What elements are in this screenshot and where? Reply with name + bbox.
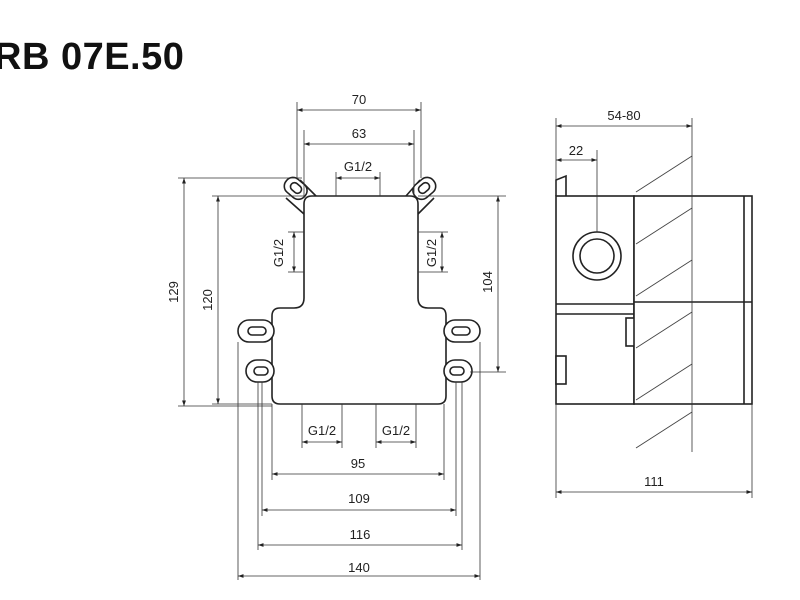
mount-ear-top-right [405,176,437,215]
dim-54-80: 54-80 [607,108,640,123]
front-dimension-lines [182,108,500,578]
front-dimension-labels: 70 63 G1/2 129 120 104 G1/2 G1/2 G1/2 G1… [166,92,495,575]
dim-104: 104 [480,271,495,293]
dim-g12-top: G1/2 [344,159,372,174]
dim-g12-left: G1/2 [271,239,286,267]
side-rear-box [633,195,753,405]
front-view: 70 63 G1/2 129 120 104 G1/2 G1/2 G1/2 G1… [166,92,506,580]
dim-g12-bottom-right: G1/2 [382,423,410,438]
mount-ear-low-left [245,359,275,383]
side-top-tab [555,174,567,196]
dim-140: 140 [348,560,370,575]
dim-70: 70 [352,92,366,107]
mount-ear-low-right [443,359,473,383]
dim-95: 95 [351,456,365,471]
mount-ear-mid-right [443,319,481,343]
dim-120: 120 [200,289,215,311]
side-dimension-labels: 54-80 22 111 [569,108,664,489]
mount-ear-top-left [283,176,317,215]
mount-ear-mid-left [237,319,275,343]
wall-hatching [635,150,693,452]
dim-63: 63 [352,126,366,141]
dim-129: 129 [166,281,181,303]
side-front-box [555,195,635,405]
dim-116: 116 [350,527,371,542]
dim-g12-bottom-left: G1/2 [308,423,336,438]
side-extension-lines [555,118,753,498]
dim-g12-right: G1/2 [424,239,439,267]
dim-22: 22 [569,143,583,158]
dim-109: 109 [348,491,370,506]
dim-111: 111 [644,474,664,489]
side-view: 54-80 22 111 [555,108,753,498]
front-body-outline [271,195,447,405]
side-dimension-lines [556,124,752,494]
side-clip-left [555,355,567,385]
product-title: RB 07E.50 [0,36,185,78]
